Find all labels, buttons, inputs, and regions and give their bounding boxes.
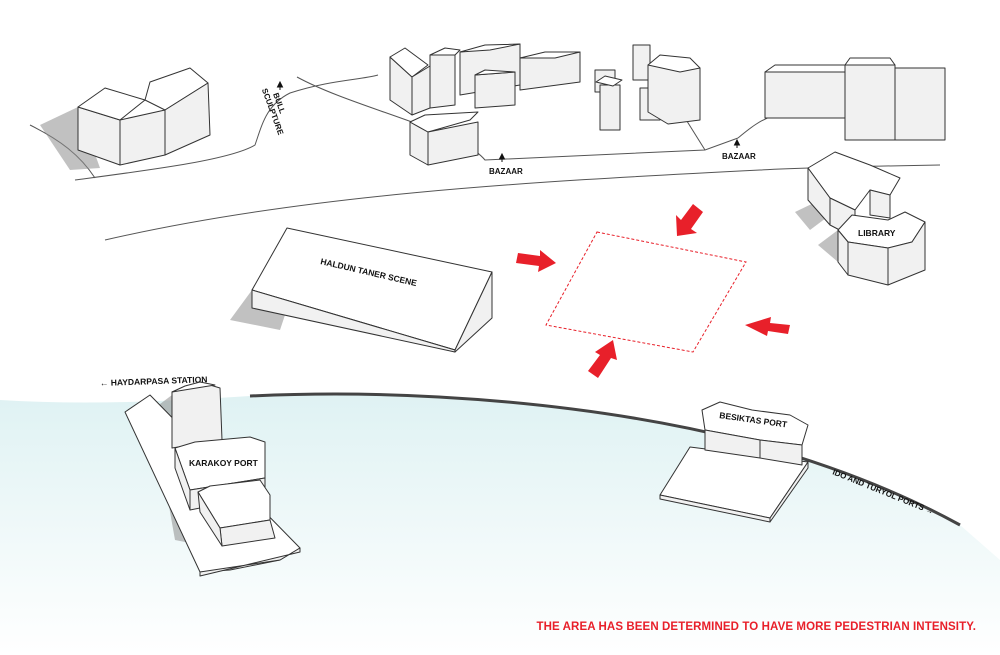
haydarpasa-station-label: ← HAYDARPASA STATION (100, 374, 208, 388)
caption: THE AREA HAS BEEN DETERMINED TO HAVE MOR… (536, 621, 976, 633)
building-cluster-top-middle (389, 43, 581, 166)
arrow-left-icon (745, 317, 790, 336)
library-building (807, 151, 926, 286)
karakoy-port-pier (124, 381, 301, 577)
arrow-right-icon (516, 250, 556, 272)
pedestrian-area-outline (545, 231, 747, 353)
karakoy-port-label: KARAKOY PORT (189, 458, 259, 468)
bull-sculpture-label: BULL SCULPTURE (260, 87, 287, 137)
up-arrow-icon (733, 138, 741, 148)
building-cluster-top-right (764, 57, 946, 141)
arrow-up-icon (588, 340, 617, 378)
up-arrow-icon (498, 152, 506, 162)
arrow-left-icon: ← (100, 378, 111, 388)
besiktas-port-pier (659, 401, 809, 523)
coastline (249, 392, 961, 527)
bazaar-left-label: BAZAAR (489, 167, 523, 176)
arrow-down-icon (676, 204, 703, 236)
up-arrow-icon (276, 80, 284, 90)
arrow-right-icon: → (922, 504, 935, 516)
building-cluster-top-center-right (594, 44, 701, 131)
building-top-left (77, 67, 211, 166)
library-label: LIBRARY (858, 228, 896, 238)
pedestrian-flow-arrows (516, 204, 790, 378)
bazaar-right-label: BAZAAR (722, 152, 756, 161)
haldun-taner-scene-building (251, 227, 493, 353)
